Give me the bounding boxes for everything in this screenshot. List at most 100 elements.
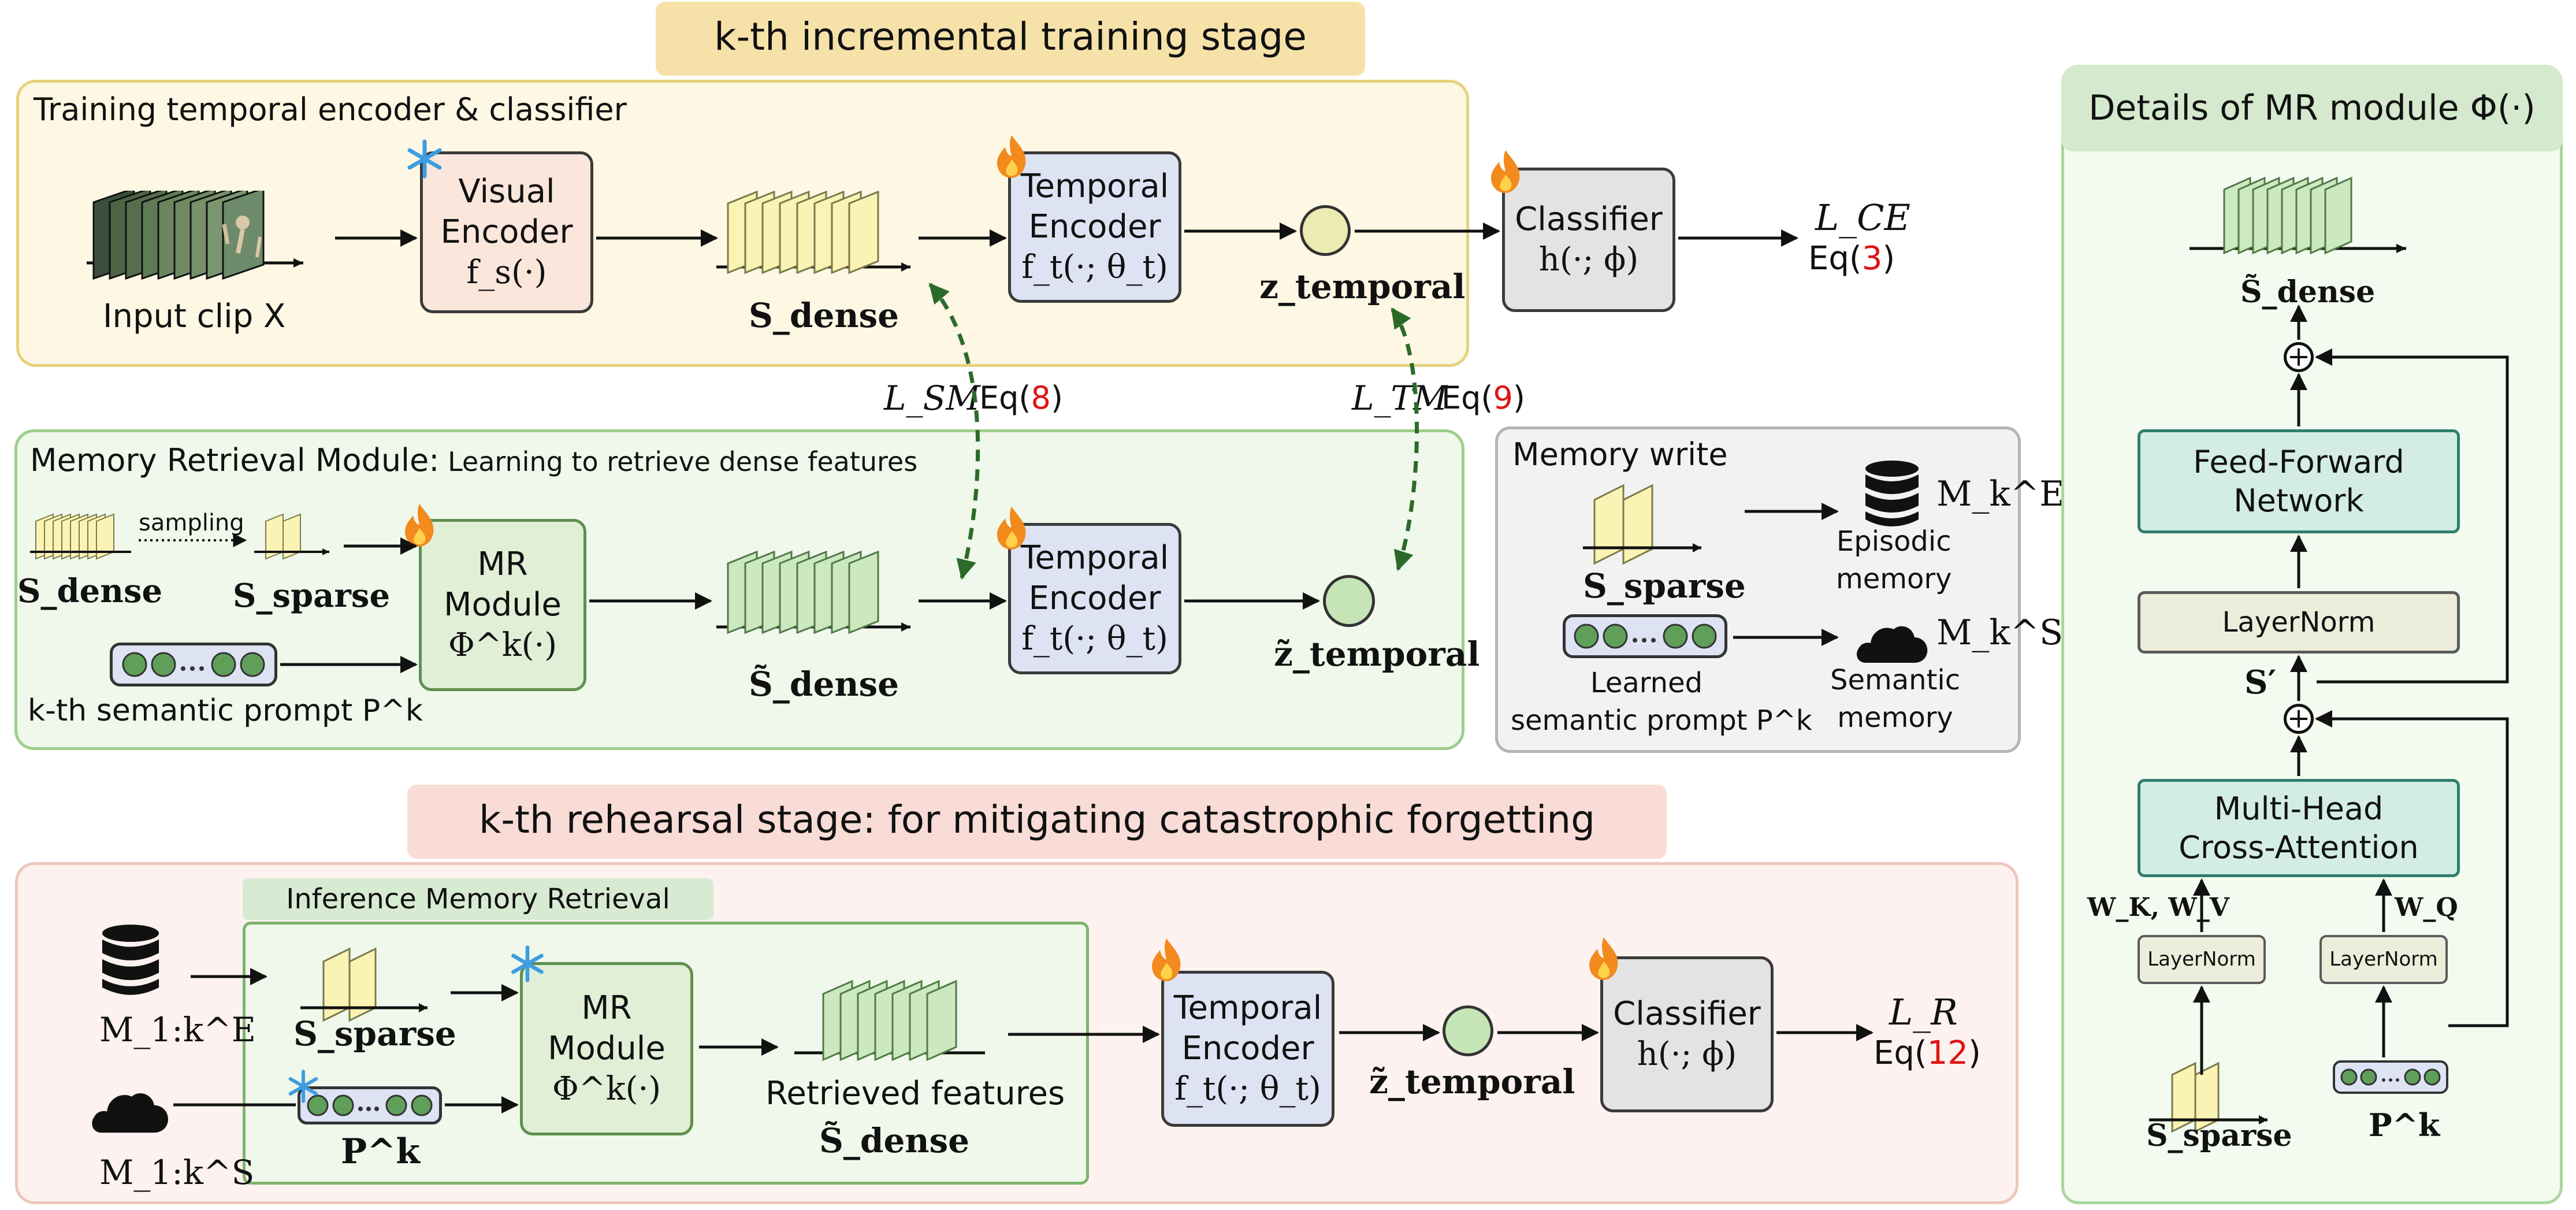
inference-memory-retrieval-title: Inference Memory Retrieval — [243, 878, 713, 920]
episodic-memory-all-symbol: M_1:k^E — [99, 1010, 256, 1049]
s-dense-small-label: S_dense — [17, 572, 163, 610]
prompt-tokens-icon — [307, 1094, 433, 1116]
rehearsal-sparse-stack — [300, 937, 439, 1024]
layernorm-right-box: LayerNorm — [2319, 935, 2448, 984]
s-dense-tilde-label: S̃_dense — [749, 665, 899, 704]
rehearsal-temporal-encoder-box: Temporal Encoder f_t(·; θ_t) — [1161, 971, 1335, 1127]
s-prime-label: S′ — [2244, 663, 2277, 701]
z-temporal-label: z_temporal — [1259, 267, 1466, 306]
rehearsal-classifier-box: Classifier h(·; ϕ) — [1600, 956, 1774, 1112]
sampling-label: sampling — [139, 510, 244, 536]
rehearsal-sparse-label: S_sparse — [293, 1014, 456, 1053]
s-dense-label: S_dense — [749, 296, 899, 335]
rehearsal-stage-title: k-th rehearsal stage: for mitigating cat… — [407, 785, 1667, 859]
details-sparse-stack — [2138, 1052, 2276, 1138]
eq-9-label: Eq(9) — [1441, 380, 1525, 416]
layernorm-left-box: LayerNorm — [2138, 935, 2266, 984]
retrieved-features-label: Retrieved features — [765, 1075, 1065, 1112]
details-prompt-token-bar — [2333, 1060, 2448, 1094]
wkv-label: W_K, W_V — [2087, 893, 2229, 922]
plus-node-top: + — [2284, 342, 2314, 372]
semantic-prompt-label: k-th semantic prompt P^k — [28, 693, 423, 728]
feature-stack-icon — [2149, 1061, 2268, 1133]
learned-prompt-label: Learned semantic prompt P^k — [1511, 667, 1812, 737]
loss-ce-label: L_CE — [1815, 196, 1910, 239]
z-tilde-temporal-label: z̃_temporal — [1274, 634, 1480, 674]
prompt-tokens-icon — [122, 652, 265, 677]
s-sparse-small-label: S_sparse — [233, 577, 391, 615]
mhca-box: Multi-Head Cross-Attention — [2138, 779, 2460, 877]
memory-write-panel — [1495, 426, 2021, 753]
fire-icon — [1488, 149, 1523, 196]
temporal-encoder-box-top: Temporal Encoder f_t(·; θ_t) — [1008, 151, 1181, 303]
details-prompt-label: P^k — [2369, 1107, 2440, 1144]
eq-3-label: Eq(3) — [1808, 240, 1895, 277]
memory-write-title: Memory write — [1512, 436, 1728, 473]
temporal-encoder-box-middle: Temporal Encoder f_t(·; θ_t) — [1008, 523, 1181, 674]
cloud-icon — [90, 1087, 170, 1137]
cloud-icon — [1854, 621, 1930, 667]
layernorm-box: LayerNorm — [2138, 591, 2460, 654]
s-dense-tilde-green-stack — [716, 540, 913, 644]
semantic-memory-all-symbol: M_1:k^S — [99, 1153, 255, 1192]
semantic-memory-symbol: M_k^S — [1936, 613, 2064, 653]
visual-encoder-box: Visual Encoder f_s(·) — [420, 151, 593, 313]
fire-icon — [1148, 937, 1184, 985]
feature-stack-icon — [254, 513, 329, 560]
feature-stack-icon — [2190, 176, 2406, 255]
frozen-snowflake-icon — [508, 945, 547, 985]
fire-icon — [994, 134, 1029, 181]
details-output-label: S̃_dense — [2240, 274, 2376, 310]
rehearsal-mr-module-box: MR Module Φ^k(·) — [520, 962, 693, 1135]
episodic-memory-label: Episodic memory — [1836, 525, 1952, 595]
rehearsal-prompt-label: P^k — [341, 1131, 420, 1172]
feature-stack-icon — [1583, 484, 1701, 565]
loss-r-label: L_R — [1889, 991, 1958, 1033]
z-tilde-temporal-circle — [1323, 575, 1375, 627]
s-dense-yellow-stack — [716, 180, 913, 284]
eq-12-label: Eq(12) — [1874, 1034, 1981, 1072]
classifier-box-top: Classifier h(·; ϕ) — [1502, 168, 1675, 312]
input-clip-frames — [87, 187, 306, 283]
feature-stack-icon — [716, 190, 910, 274]
memory-write-sparse-stack — [1583, 474, 1710, 566]
prompt-tokens-icon — [2340, 1068, 2441, 1086]
semantic-memory-label: Semantic memory — [1830, 664, 1961, 734]
plus-node-bottom: + — [2284, 704, 2314, 734]
fire-icon — [1586, 936, 1622, 983]
prompt-tokens-icon — [1574, 623, 1717, 649]
eq-8-label: Eq(8) — [979, 380, 1063, 416]
input-clip-label: Input clip X — [103, 298, 286, 335]
memory-retrieval-title: Memory Retrieval Module: Learning to ret… — [30, 442, 918, 478]
rehearsal-z-tilde-label: z̃_temporal — [1369, 1062, 1575, 1101]
z-temporal-circle — [1300, 205, 1351, 256]
database-icon — [99, 923, 162, 1000]
database-icon — [1863, 459, 1921, 531]
details-sparse-label: S_sparse — [2146, 1118, 2292, 1153]
wq-label: W_Q — [2395, 893, 2458, 922]
rehearsal-z-tilde-circle — [1443, 1005, 1493, 1056]
s-dense-small-stack — [30, 509, 134, 566]
fire-icon — [994, 506, 1029, 553]
frozen-snowflake-icon — [286, 1069, 321, 1106]
episodic-memory-symbol: M_k^E — [1936, 474, 2065, 514]
video-frames-icon — [87, 187, 303, 280]
mr-module-box: MR Module Φ^k(·) — [419, 519, 586, 691]
s-sparse-small-stack — [254, 509, 335, 566]
semantic-prompt-token-bar — [110, 643, 277, 686]
details-output-stack — [2190, 168, 2409, 269]
feature-stack-icon — [794, 979, 985, 1061]
rehearsal-prompt-token-bar — [298, 1086, 442, 1124]
feature-stack-icon — [300, 947, 428, 1022]
memory-write-sparse-label: S_sparse — [1583, 566, 1746, 606]
retrieved-features-stack — [794, 971, 991, 1069]
learned-prompt-token-bar — [1563, 614, 1727, 658]
incremental-stage-title: k-th incremental training stage — [656, 2, 1365, 76]
training-panel-title: Training temporal encoder & classifier — [34, 91, 627, 128]
frozen-snowflake-icon — [404, 139, 445, 181]
retrieved-s-dense-tilde-label: S̃_dense — [819, 1121, 970, 1160]
ffn-box: Feed-Forward Network — [2138, 429, 2460, 533]
feature-stack-icon — [30, 513, 131, 560]
details-title-tag: Details of MR module Φ(·) — [2061, 65, 2563, 151]
